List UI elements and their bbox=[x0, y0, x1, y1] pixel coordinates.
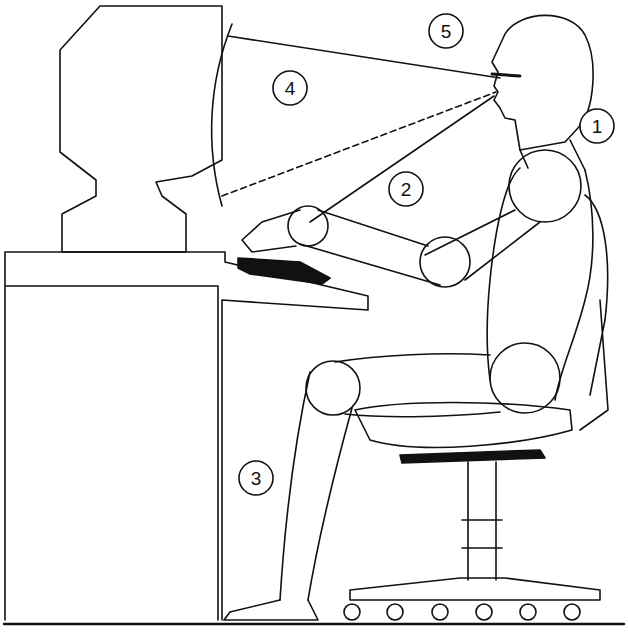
knee-joint bbox=[306, 361, 360, 415]
sight-line bbox=[310, 96, 494, 222]
thigh bbox=[335, 354, 500, 417]
sight-line bbox=[222, 92, 496, 196]
head bbox=[492, 15, 593, 150]
desk bbox=[5, 252, 368, 620]
chair-post bbox=[462, 462, 502, 580]
callout-circle: 2 bbox=[388, 171, 424, 207]
callout-circle: 1 bbox=[579, 108, 615, 144]
shoulder-joint bbox=[509, 150, 581, 222]
callout-circle: 3 bbox=[238, 460, 274, 496]
forearm bbox=[300, 210, 440, 285]
chair-base bbox=[350, 578, 600, 600]
callout-circle: 4 bbox=[272, 70, 308, 106]
chair-backrest bbox=[580, 195, 608, 430]
glasses bbox=[492, 74, 520, 76]
upper-arm bbox=[425, 210, 540, 280]
callout-number: 1 bbox=[592, 117, 603, 136]
callout-number: 5 bbox=[441, 22, 452, 41]
foot bbox=[224, 600, 318, 620]
callout-number: 4 bbox=[285, 79, 296, 98]
hip-joint bbox=[490, 343, 560, 413]
chair-casters bbox=[344, 604, 580, 620]
callout-number: 2 bbox=[401, 180, 412, 199]
monitor bbox=[60, 6, 222, 252]
chair-seat-underside bbox=[400, 450, 545, 463]
hand bbox=[242, 210, 300, 252]
callout-circle: 5 bbox=[428, 13, 464, 49]
keyboard bbox=[238, 258, 330, 284]
floor-line bbox=[4, 623, 624, 625]
lower-leg bbox=[280, 372, 352, 600]
callout-number: 3 bbox=[251, 469, 262, 488]
viewing-arc bbox=[212, 24, 232, 206]
chair-seat bbox=[355, 403, 572, 448]
